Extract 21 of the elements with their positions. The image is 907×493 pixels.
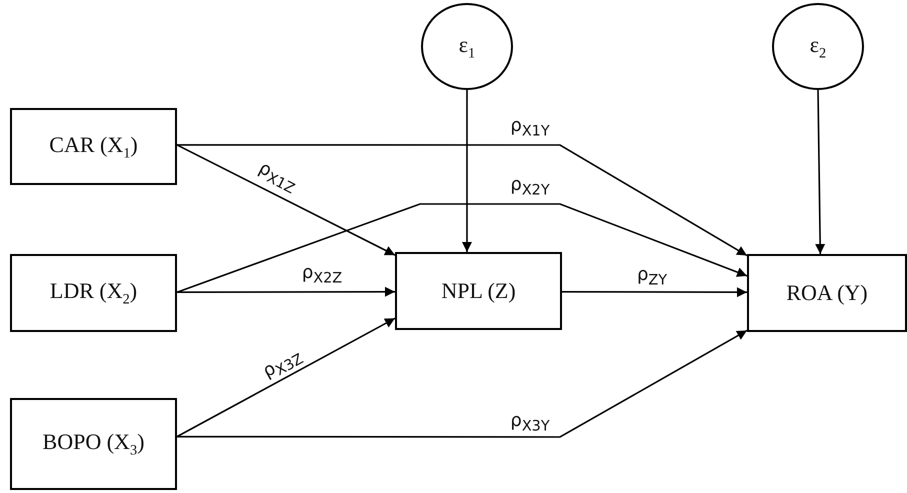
variable-box	[747, 254, 907, 332]
variable-box	[10, 108, 177, 185]
node-label: CAR (X$_{1}$)	[49, 130, 138, 162]
node-label: ε$_{2}$	[810, 30, 826, 62]
node-label: BOPO (X$_{3}$)	[42, 428, 144, 460]
arrow	[177, 286, 395, 297]
node-label: ROA (Y)	[786, 278, 868, 307]
arrow	[176, 318, 396, 438]
arrow	[176, 203, 748, 293]
variable-box	[10, 398, 177, 490]
arrow	[176, 144, 396, 256]
arrow	[815, 90, 826, 254]
arrow	[562, 287, 747, 298]
arrow	[462, 90, 472, 252]
node-label: NPL (Z)	[441, 276, 516, 305]
variable-box	[395, 252, 562, 330]
node-label: LDR (X$_{2}$)	[50, 277, 138, 309]
arrow	[177, 330, 748, 438]
node-label: ε$_{1}$	[458, 30, 476, 62]
arrow	[177, 144, 748, 256]
variable-box	[10, 254, 177, 332]
